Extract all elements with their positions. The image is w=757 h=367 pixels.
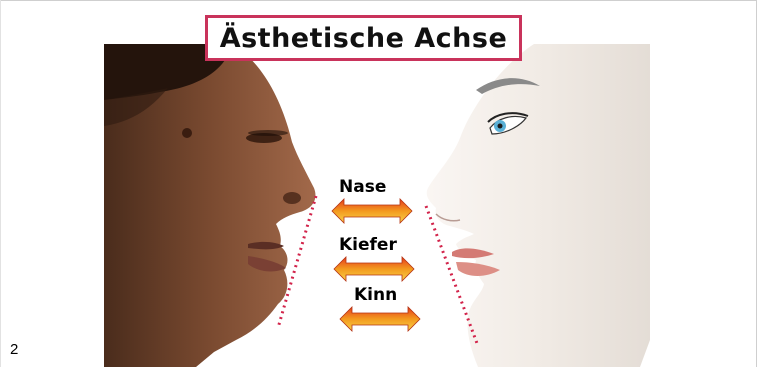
chin-label: Kinn — [354, 285, 397, 305]
nose-label: Nase — [339, 177, 386, 197]
jaw-double-arrow — [334, 257, 414, 281]
page-title: Ästhetische Achse — [220, 23, 508, 54]
left-face-profile — [104, 44, 315, 367]
jaw-label: Kiefer — [339, 235, 397, 255]
figure-number: 2 — [10, 341, 18, 358]
title-box: Ästhetische Achse — [205, 15, 522, 61]
right-face-profile — [427, 44, 650, 367]
chin-double-arrow — [340, 307, 420, 331]
nose-double-arrow — [332, 199, 412, 223]
